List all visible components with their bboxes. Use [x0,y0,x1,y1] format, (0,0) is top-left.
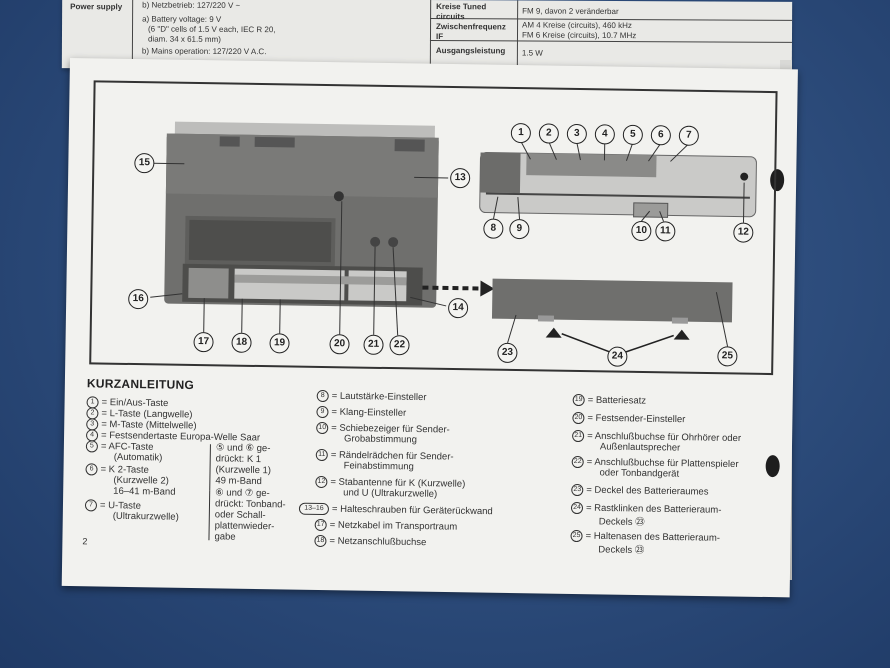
legend-item-21-sub: Außenlautsprecher [599,441,681,454]
legend-note: ⑤ und ⑥ ge- [215,442,271,455]
radio-diagram: 15 13 16 17 18 19 20 21 22 14 1 2 3 4 5 … [89,80,778,376]
legend-item-9: 9= Klang-Einsteller [316,405,406,419]
spec-line: b) Mains operation: 127/220 V A.C. [141,46,267,57]
legend-item-6-sub: 16–41 m-Band [113,485,176,498]
legend-note: ⑥ und ⑦ ge- [215,487,270,500]
spec-label: Zwischenfrequenz IF [435,22,506,42]
section-heading: KURZANLEITUNG [86,376,195,392]
spec-value: 1.5 W [521,48,543,58]
legend-item-7-sub: (Ultrakurzwelle) [112,510,179,523]
legend-item-13-16: 13–16= Halteschrauben für Geräterückwand [298,502,493,518]
spec-line: b) Netzbetrieb: 127/220 V ~ [142,0,241,11]
legend-item-25: 25= Haltenasen des Batterieraum- [570,529,720,544]
spec-line: (6 "D" cells of 1.5 V each, IEC R 20, [148,24,276,35]
spec-label: Power supply [70,2,123,12]
binder-hole [765,454,780,478]
spec-value: FM 6 Kreise (circuits), 10.7 MHz [521,30,637,41]
legend-item-19: 19= Batteriesatz [572,393,647,407]
spec-label: Ausgangsleistung [435,46,506,56]
legend-item-6-sub: (Kurzwelle 2) [113,474,169,487]
table-divider [516,0,519,71]
spec-line: a) Battery voltage: 9 V [142,14,222,24]
spec-line: diam. 34 x 61.5 mm) [147,34,221,44]
legend-item-23: 23= Deckel des Batterieraumes [571,483,709,498]
legend-item-25-sub: Deckels ㉓ [598,544,645,557]
spec-value: FM 9, davon 2 veränderbar [522,6,619,17]
legend-item-20: 20= Festsender-Einsteller [572,411,685,426]
legend-item-22-sub: oder Tonbandgerät [599,467,680,480]
legend-note: 49 m-Band [215,475,262,488]
table-divider [429,0,432,71]
legend-item-24-sub: Deckels ㉓ [598,516,645,529]
legend-note: plattenwieder- [214,520,275,533]
legend-item-5-sub: (Automatik) [113,451,163,464]
radio-illustration [150,121,757,354]
brace [208,490,211,541]
legend-item-10-sub: Grobabstimmung [343,433,418,446]
legend-item-17: 17= Netzkabel im Transportraum [314,518,458,533]
legend-note: drückt: K 1 [215,453,262,466]
brace [209,444,211,491]
legend-note: gabe [214,531,236,543]
legend-item-8: 8= Lautstärke-Einsteller [316,389,427,404]
legend-item-18: 18= Netzanschlußbuchse [314,534,426,549]
legend-item-12-sub: und U (Ultrakurzwelle) [343,487,438,500]
spec-label: Kreise Tuned circuits [436,2,487,22]
legend-note: oder Schall- [214,509,266,522]
page-number: 2 [82,536,88,547]
spec-value: AM 4 Kreise (circuits), 460 kHz [522,20,632,31]
legend-item-11-sub: Feinabstimmung [343,460,414,473]
manual-page: 15 13 16 17 18 19 20 21 22 14 1 2 3 4 5 … [61,58,798,598]
legend-note: (Kurzwelle 1) [215,464,272,477]
legend-item-24: 24= Rastklinken des Batterieraum- [570,501,722,516]
